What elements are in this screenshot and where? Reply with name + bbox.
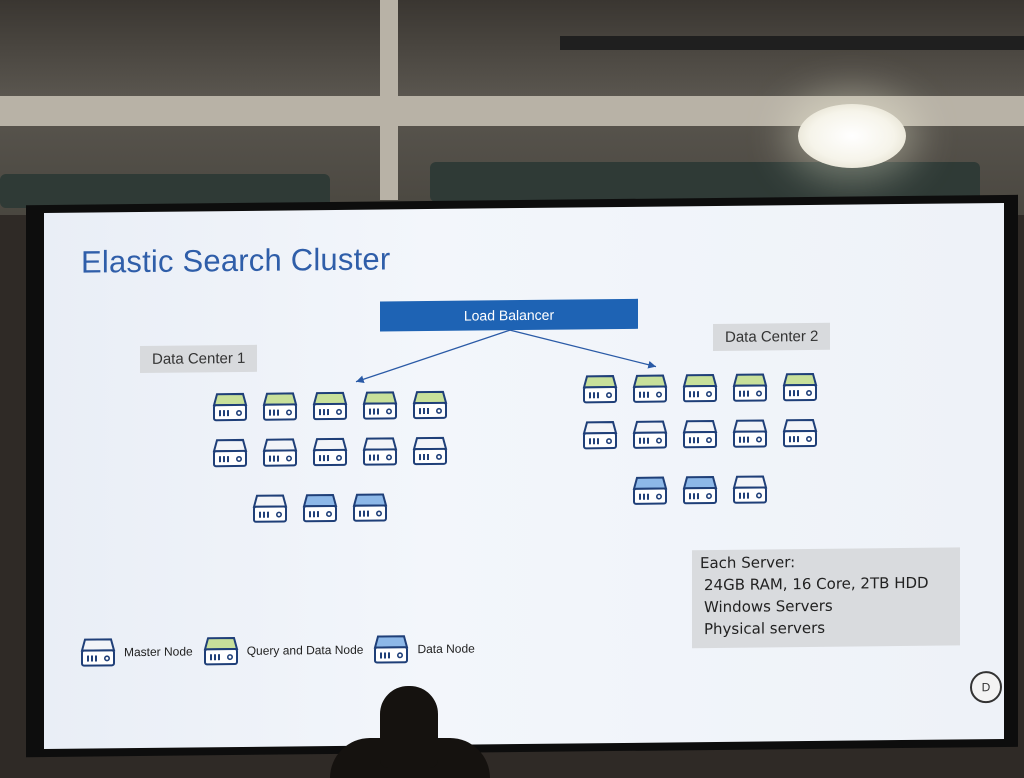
legend-data: Data Node [373, 633, 475, 666]
arrow-to-data-center-1 [355, 329, 511, 383]
master-node-server-icon [212, 437, 248, 469]
slide-title: Elastic Search Cluster [81, 241, 391, 280]
master-node-server-icon [582, 419, 618, 451]
master-node-server-icon [262, 436, 298, 468]
query-data-node-server-icon [632, 372, 668, 404]
data-center-2-label: Data Center 2 [713, 322, 831, 352]
master-node-server-icon [412, 435, 448, 467]
server-spec-line: Physical servers [704, 618, 826, 639]
data-center-2-server-grid [582, 371, 818, 451]
master-node-server-icon [732, 417, 768, 449]
data-node-server-icon [352, 491, 388, 523]
query-data-node-server-icon [782, 371, 818, 403]
legend-data-label: Data Node [417, 641, 475, 657]
legend-master-label: Master Node [124, 644, 193, 660]
query-data-node-server-icon [682, 372, 718, 404]
master-node-server-icon [80, 636, 116, 668]
master-node-server-icon [252, 492, 288, 524]
data-node-server-icon [632, 474, 668, 506]
ceiling-lamp [798, 104, 906, 168]
load-balancer-box: Load Balancer [380, 298, 638, 332]
data-center-1-server-row [252, 491, 388, 524]
master-node-server-icon [632, 418, 668, 450]
ceiling-pipe [560, 36, 1024, 50]
company-logo: D [970, 670, 1002, 704]
query-data-node-server-icon [582, 373, 618, 405]
ceiling-column [380, 0, 398, 200]
data-node-server-icon [373, 633, 409, 665]
data-center-1-server-grid [212, 389, 448, 469]
query-data-node-server-icon [732, 371, 768, 403]
data-center-2-server-row [632, 473, 768, 506]
legend-query-label: Query and Data Node [246, 642, 364, 658]
presentation-slide: Elastic Search Cluster Load Balancer Dat… [44, 202, 1004, 750]
master-node-server-icon [362, 435, 398, 467]
legend-master: Master Node [80, 635, 193, 668]
master-node-server-icon [732, 473, 768, 505]
node-legend: Master Node Query and Data Node Data Nod… [80, 632, 485, 668]
query-data-node-server-icon [412, 389, 448, 421]
data-node-server-icon [682, 474, 718, 506]
server-spec-box: Each Server: 24GB RAM, 16 Core, 2TB HDD … [692, 547, 960, 649]
master-node-server-icon [682, 418, 718, 450]
server-spec-heading: Each Server: [700, 553, 796, 573]
query-data-node-server-icon [212, 391, 248, 423]
legend-query: Query and Data Node [203, 634, 364, 668]
server-spec-line: 24GB RAM, 16 Core, 2TB HDD [704, 573, 929, 595]
arrow-to-data-center-2 [509, 329, 657, 369]
data-node-server-icon [302, 492, 338, 524]
server-spec-line: Windows Servers [704, 596, 833, 617]
data-center-1-label: Data Center 1 [140, 344, 258, 374]
audience-member-head [380, 686, 438, 768]
query-data-node-server-icon [203, 635, 239, 667]
master-node-server-icon [782, 417, 818, 449]
query-data-node-server-icon [312, 390, 348, 422]
query-data-node-server-icon [362, 389, 398, 421]
query-data-node-server-icon [262, 390, 298, 422]
master-node-server-icon [312, 436, 348, 468]
